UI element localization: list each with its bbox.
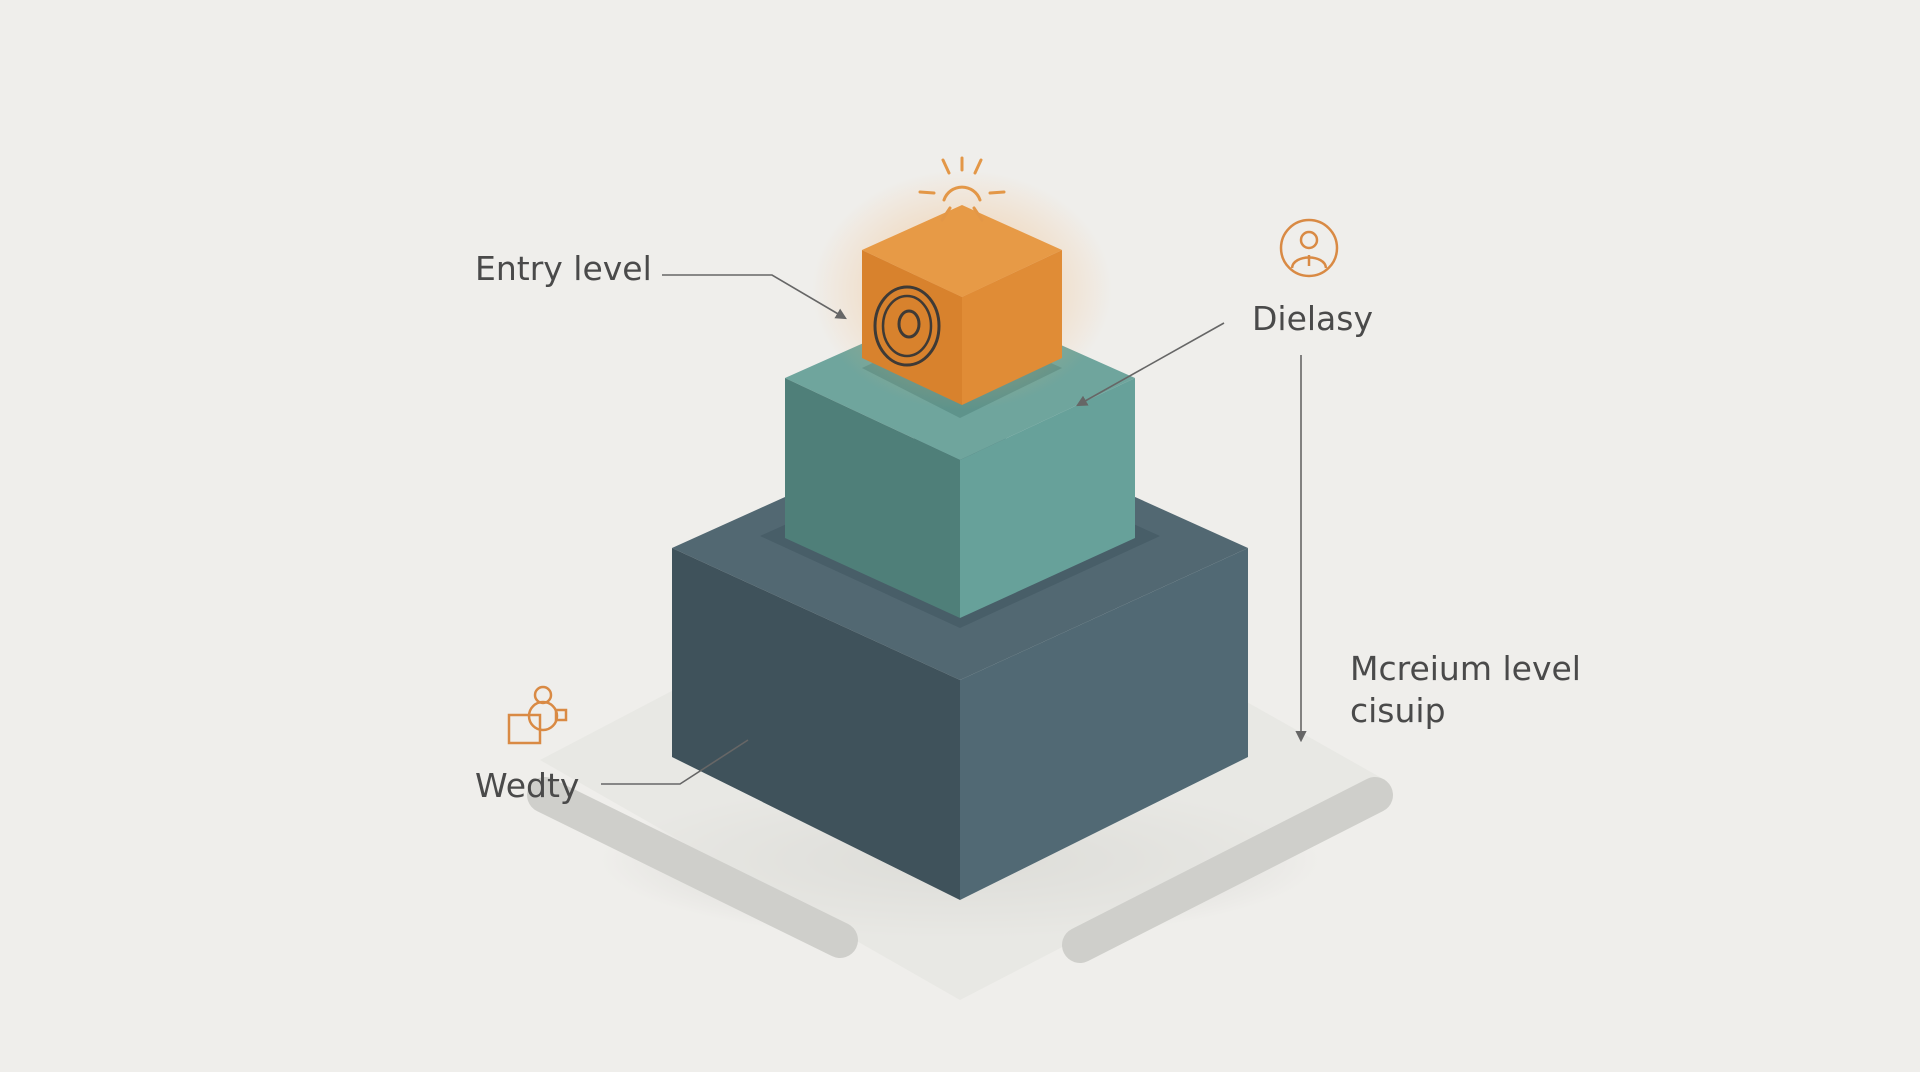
tier-bottom-left-face <box>672 548 960 900</box>
tier-bottom-right-face <box>960 548 1248 900</box>
top-cube-left-face <box>862 250 962 405</box>
target-circle-icon <box>873 285 941 367</box>
ground-rail-left <box>527 777 858 958</box>
shapes-icon <box>507 685 568 745</box>
connectors <box>601 274 1307 785</box>
tier-middle-right-face <box>960 378 1135 618</box>
sun-rays-icon <box>918 156 1006 222</box>
label-bottom-left: Wedty <box>475 766 579 805</box>
connector-bottom-left <box>601 739 749 785</box>
label-medium-line2: cisuip <box>1350 691 1446 730</box>
person-badge-icon <box>1279 218 1339 278</box>
top-cube-right-face <box>962 250 1062 405</box>
tier-top-cube <box>862 205 1062 405</box>
label-medium-line1: Mcreium level <box>1350 649 1581 688</box>
ground-rail-right <box>1062 777 1393 963</box>
label-top-right: Dielasy <box>1252 299 1373 338</box>
label-entry-level: Entry level <box>475 249 652 288</box>
connector-entry <box>662 274 847 320</box>
top-cube-top-face <box>862 205 1062 297</box>
tier-middle-left-face <box>785 378 960 618</box>
connector-top-right <box>1076 322 1225 407</box>
